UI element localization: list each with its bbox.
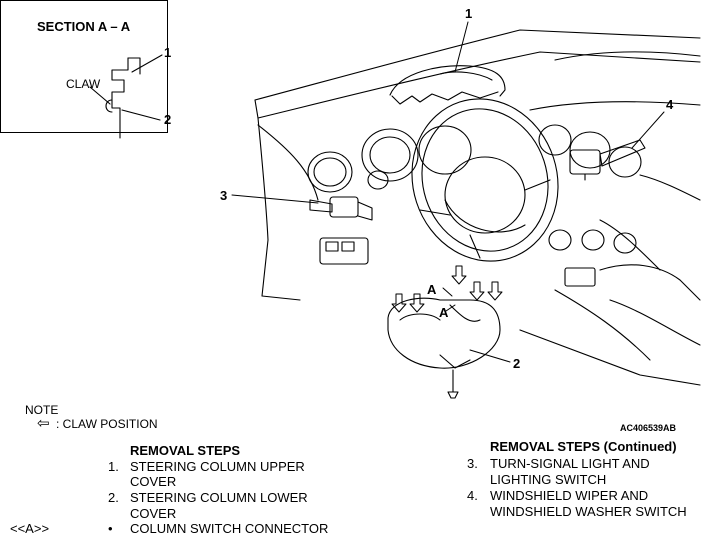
step-number: 1. xyxy=(108,459,119,474)
step-text: TURN-SIGNAL LIGHT AND xyxy=(490,456,650,471)
step-text: COVER xyxy=(130,474,177,489)
claw-arrow-icon: ⇦ xyxy=(37,415,50,432)
callout-1: 1 xyxy=(465,6,473,21)
step-bullet: • xyxy=(108,521,113,536)
wiper-switch-part xyxy=(569,139,646,181)
removal-steps-title: REMOVAL STEPS xyxy=(130,443,241,458)
step-text: LIGHTING SWITCH xyxy=(490,472,607,487)
section-a-a-inset xyxy=(0,0,168,133)
lower-cover-part xyxy=(387,297,501,399)
step-number: 3. xyxy=(467,456,478,471)
step-number: 2. xyxy=(108,490,119,505)
removal-steps-continued-title: REMOVAL STEPS (Continued) xyxy=(490,439,677,454)
instrument-cluster xyxy=(307,124,642,287)
claw-arrows xyxy=(391,265,503,313)
steering-wheel xyxy=(411,98,559,262)
note-legend-text: : CLAW POSITION xyxy=(56,417,158,431)
step-number: 4. xyxy=(467,488,478,503)
callout-2: 2 xyxy=(513,356,521,371)
step-reference: <<A>> xyxy=(10,521,50,536)
callout-a-lower: A xyxy=(439,305,449,320)
lighting-switch-part xyxy=(309,196,373,221)
figure-id: AC406539AB xyxy=(620,423,677,433)
inset-callout-2: 2 xyxy=(164,112,172,127)
section-title: SECTION A – A xyxy=(37,19,131,34)
callout-3: 3 xyxy=(220,188,228,203)
step-text: WINDSHIELD WIPER AND xyxy=(490,488,649,503)
step-text: COVER xyxy=(130,506,177,521)
step-text: WINDSHIELD WASHER SWITCH xyxy=(490,504,687,519)
dashboard-outline xyxy=(254,29,701,386)
upper-cover-part xyxy=(389,65,506,105)
note-title: NOTE xyxy=(25,403,59,417)
step-text: STEERING COLUMN UPPER xyxy=(130,459,305,474)
leader-lines xyxy=(231,21,665,363)
callout-a-upper: A xyxy=(427,282,437,297)
step-text: STEERING COLUMN LOWER xyxy=(130,490,308,505)
section-a-a-drawing xyxy=(89,54,163,139)
callout-4: 4 xyxy=(666,97,674,112)
claw-label: CLAW xyxy=(66,77,101,91)
inset-callout-1: 1 xyxy=(164,45,172,60)
step-text: COLUMN SWITCH CONNECTOR xyxy=(130,521,329,536)
